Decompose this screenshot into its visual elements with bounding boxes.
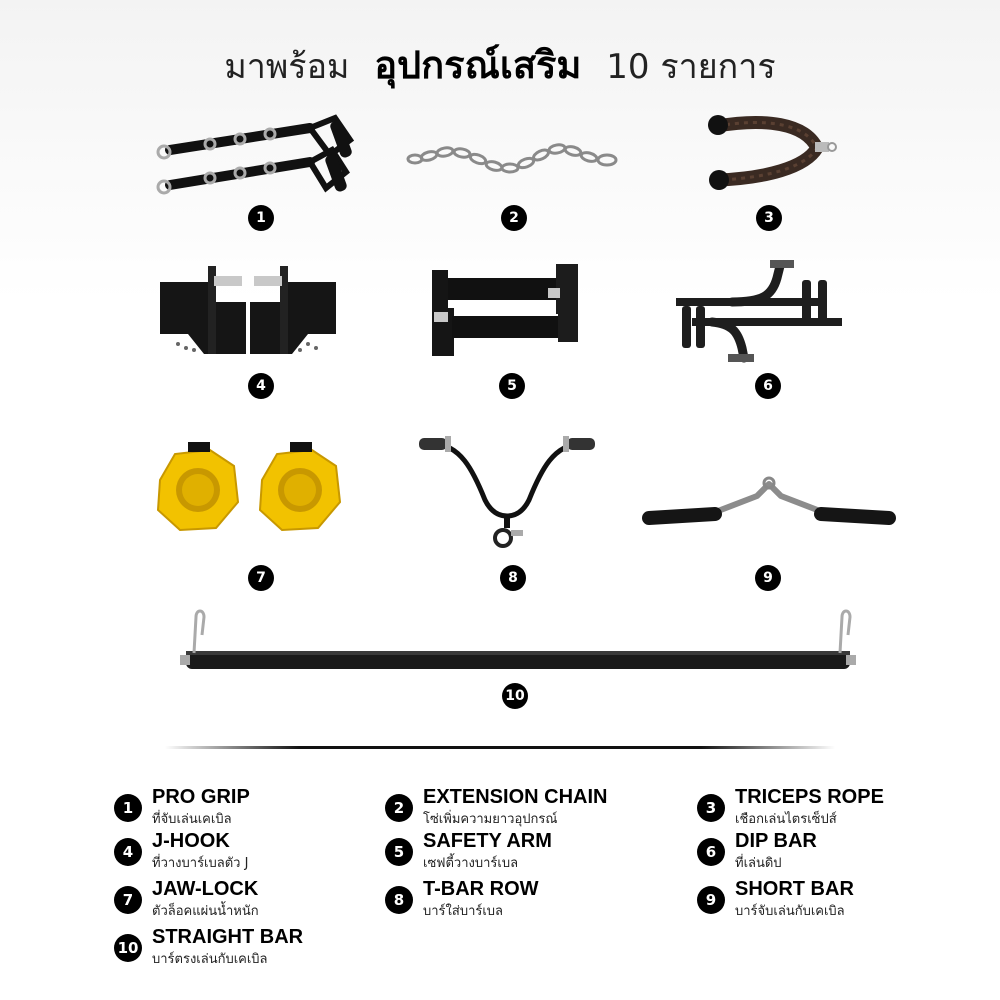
legend-number-badge: 2 bbox=[385, 794, 413, 822]
legend-name: J-HOOK bbox=[152, 830, 230, 852]
straight-bar-icon bbox=[180, 609, 856, 669]
legend-description: ตัวล็อคแผ่นน้ำหนัก bbox=[152, 904, 259, 919]
pro-grip-straps-icon bbox=[156, 114, 355, 195]
item-triceps-rope: 3 bbox=[705, 108, 837, 231]
item-number-badge: 4 bbox=[248, 373, 274, 399]
short-bar-icon bbox=[642, 476, 896, 525]
section-divider bbox=[165, 746, 835, 749]
item-j-hook: 4 bbox=[158, 262, 338, 402]
item-jaw-lock: 7 bbox=[150, 440, 350, 592]
j-hook-icon bbox=[160, 266, 336, 354]
jaw-lock-collar-icon bbox=[156, 442, 342, 532]
item-number-badge: 3 bbox=[756, 205, 782, 231]
title-bold: อุปกรณ์เสริม bbox=[374, 43, 582, 87]
legend-description: ที่จับเล่นเคเบิล bbox=[152, 812, 232, 827]
legend-number-badge: 5 bbox=[385, 838, 413, 866]
item-number-badge: 8 bbox=[500, 565, 526, 591]
legend-name: T-BAR ROW bbox=[423, 878, 539, 900]
legend-name: PRO GRIP bbox=[152, 786, 250, 808]
legend-description: เชือกเล่นไตรเซ็ปส์ bbox=[735, 812, 837, 827]
legend-name: SHORT BAR bbox=[735, 878, 854, 900]
item-pro-grip: 1 bbox=[150, 110, 360, 231]
t-bar-row-icon bbox=[419, 436, 595, 548]
legend-name: TRICEPS ROPE bbox=[735, 786, 884, 808]
item-dip-bar: 6 bbox=[672, 258, 842, 402]
legend-number-badge: 4 bbox=[114, 838, 142, 866]
legend-number-badge: 8 bbox=[385, 886, 413, 914]
triceps-rope-icon bbox=[708, 115, 837, 190]
item-extension-chain: 2 bbox=[405, 135, 625, 231]
legend-name: JAW-LOCK bbox=[152, 878, 259, 900]
title-prefix: มาพร้อม bbox=[224, 47, 350, 87]
legend-number-badge: 1 bbox=[114, 794, 142, 822]
legend-number-badge: 7 bbox=[114, 886, 142, 914]
legend-name: DIP BAR bbox=[735, 830, 817, 852]
legend-number-badge: 3 bbox=[697, 794, 725, 822]
item-straight-bar: 10 bbox=[178, 605, 858, 710]
legend-number-badge: 10 bbox=[114, 934, 142, 962]
legend-description: โซ่เพิ่มความยาวอุปกรณ์ bbox=[423, 812, 558, 827]
item-number-badge: 9 bbox=[755, 565, 781, 591]
legend-description: บาร์ใส่บาร์เบล bbox=[423, 904, 504, 919]
legend-description: เซฟตี้วางบาร์เบล bbox=[423, 856, 519, 871]
item-number-badge: 6 bbox=[755, 373, 781, 399]
safety-arm-icon bbox=[432, 264, 578, 356]
title-suffix: 10 รายการ bbox=[606, 47, 776, 87]
extension-chain-icon bbox=[406, 143, 618, 174]
item-number-badge: 2 bbox=[501, 205, 527, 231]
legend-name: SAFETY ARM bbox=[423, 830, 552, 852]
legend-number-badge: 6 bbox=[697, 838, 725, 866]
item-number-badge: 10 bbox=[502, 683, 528, 709]
legend-description: บาร์จับเล่นกับเคเบิล bbox=[735, 904, 845, 919]
legend-number-badge: 9 bbox=[697, 886, 725, 914]
legend-description: ที่เล่นดิป bbox=[735, 856, 782, 871]
legend-name: EXTENSION CHAIN bbox=[423, 786, 608, 808]
item-short-bar: 9 bbox=[642, 470, 896, 592]
item-safety-arm: 5 bbox=[428, 262, 583, 402]
legend-name: STRAIGHT BAR bbox=[152, 926, 304, 948]
item-number-badge: 7 bbox=[248, 565, 274, 591]
legend-description: ที่วางบาร์เบลตัว J bbox=[152, 856, 249, 871]
item-number-badge: 1 bbox=[248, 205, 274, 231]
legend-description: บาร์ตรงเล่นกับเคเบิล bbox=[152, 952, 268, 967]
item-number-badge: 5 bbox=[499, 373, 525, 399]
dip-bar-icon bbox=[676, 260, 842, 363]
item-t-bar-row: 8 bbox=[415, 430, 600, 592]
page-title: มาพร้อม อุปกรณ์เสริม 10 รายการ bbox=[0, 34, 1000, 95]
